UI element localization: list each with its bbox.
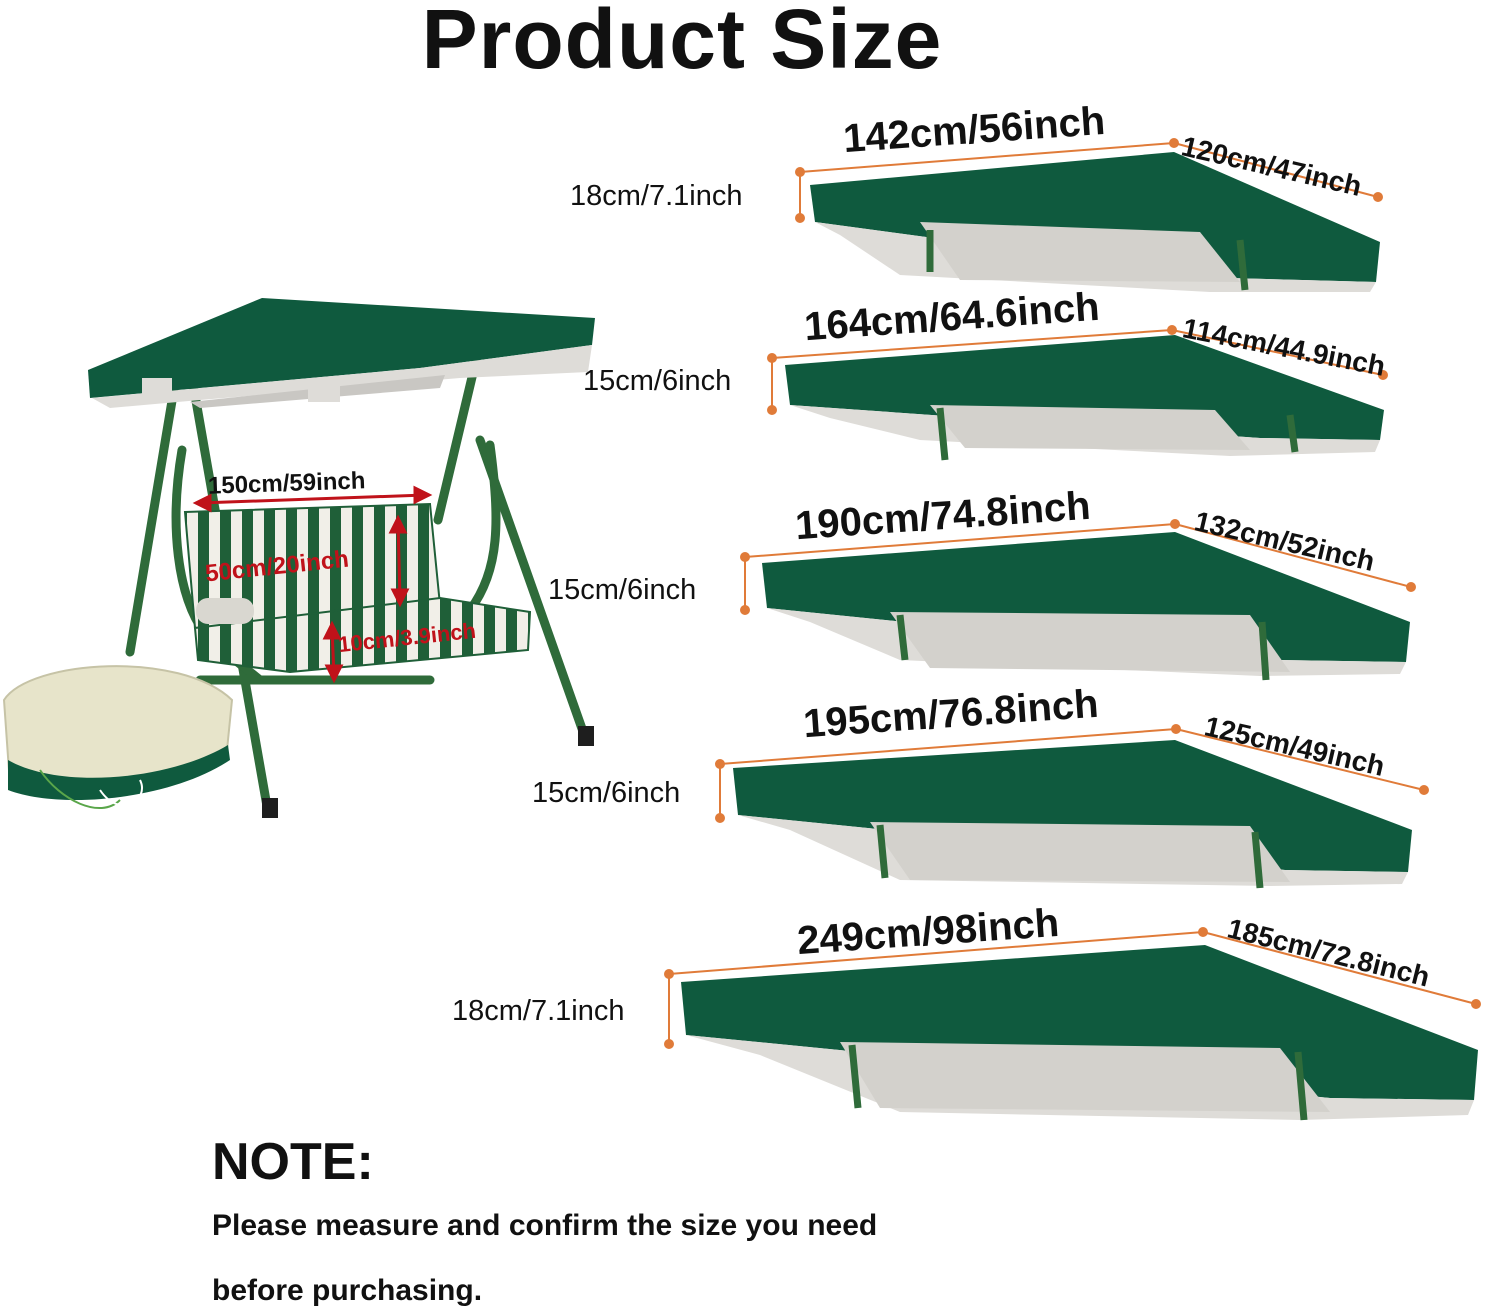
canopy-3-height: 15cm/6inch (548, 574, 697, 606)
canopy-4-image (715, 724, 1429, 889)
canopy-1-image (795, 138, 1383, 292)
note-title: NOTE: (212, 1133, 374, 1191)
canopy-2-image (767, 325, 1388, 461)
seat-width-label: 150cm/59inch (207, 467, 366, 500)
note-line-1: Please measure and confirm the size you … (212, 1209, 878, 1242)
canopy-4-height: 15cm/6inch (532, 777, 681, 809)
note-line-2: before purchasing. (212, 1274, 483, 1307)
swing-chair-image (2, 298, 595, 818)
canopy-5-image (664, 927, 1481, 1121)
page-title: Product Size (421, 0, 943, 86)
canopy-3-image (740, 519, 1416, 681)
canopy-2-height: 15cm/6inch (583, 365, 732, 397)
canopy-1-height: 18cm/7.1inch (570, 180, 743, 212)
canopy-5-height: 18cm/7.1inch (452, 995, 625, 1027)
